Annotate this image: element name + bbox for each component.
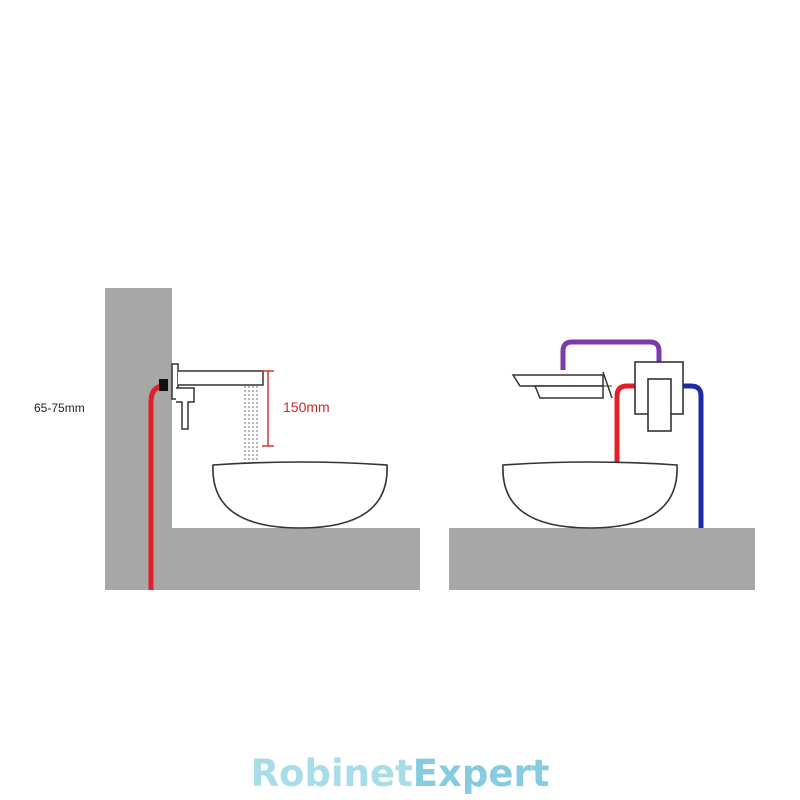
hot-water-pipe-right (614, 383, 640, 464)
left-installation-scene (105, 288, 420, 590)
waterfall-spout (511, 371, 613, 399)
cold-water-pipe-right (682, 383, 704, 528)
wall-and-counter-left (105, 288, 420, 590)
basin-right (502, 461, 678, 529)
height-label: 150mm (283, 399, 330, 415)
mixer-valve (634, 361, 684, 432)
basin-left (212, 461, 388, 529)
height-measure-marker (262, 370, 274, 447)
wall-spout (171, 363, 264, 430)
depth-label: 65-75mm (34, 401, 85, 415)
mixed-water-pipe (560, 339, 662, 370)
right-installation-scene (449, 339, 755, 590)
counter-right (449, 528, 755, 590)
brand-logo-part2: Expert (412, 752, 550, 795)
brand-logo: RobinetExpert (0, 752, 800, 795)
water-stream (244, 386, 258, 464)
brand-logo-part1: Robinet (250, 752, 413, 795)
pipe-connector (159, 379, 168, 391)
